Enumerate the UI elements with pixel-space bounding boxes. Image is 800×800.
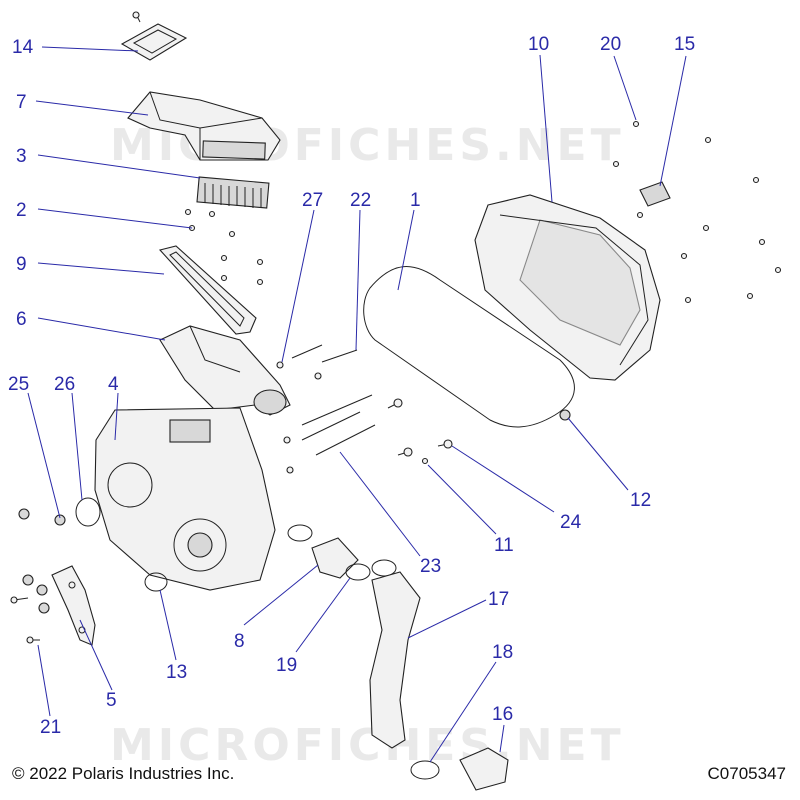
callout-21: 21 (40, 717, 61, 738)
callout-19: 19 (276, 655, 297, 676)
part-27-washer (276, 361, 284, 369)
callout-12: 12 (630, 490, 651, 511)
part-7-intake-duct (127, 91, 281, 161)
part-9-gasket (158, 245, 257, 335)
part-20-screws (612, 120, 782, 304)
part-25-nuts (18, 508, 66, 614)
callout-15: 15 (674, 34, 695, 55)
callout-17: 17 (488, 589, 509, 610)
part-23-bolts (283, 394, 376, 474)
callout-24: 24 (560, 512, 582, 533)
part-22-bolts (291, 344, 358, 380)
callout-5: 5 (106, 690, 117, 711)
callout-3: 3 (16, 146, 27, 167)
part-4-inner-cover (94, 407, 276, 591)
part-8-coupler (287, 524, 359, 579)
callout-25: 25 (8, 374, 29, 395)
callout-22: 22 (350, 190, 371, 211)
callout-13: 13 (166, 662, 187, 683)
watermark-bottom: MICROFICHES.NET (110, 720, 625, 771)
callout-16: 16 (492, 704, 513, 725)
part-2-screws (184, 208, 264, 286)
copyright-notice: © 2022 Polaris Industries Inc. (12, 764, 235, 783)
callout-18: 18 (492, 642, 513, 663)
callout-27: 27 (302, 190, 323, 211)
diagram-id: C0705347 (707, 764, 786, 783)
leader-lines (27, 46, 687, 763)
callout-8: 8 (234, 631, 245, 652)
part-16-fitting (459, 747, 509, 791)
part-12-nut (559, 409, 571, 421)
callouts: 14 7 3 2 9 6 25 26 4 5 21 13 8 19 17 18 … (8, 34, 695, 738)
part-13-ring (144, 572, 168, 592)
callout-26: 26 (54, 374, 75, 395)
callout-7: 7 (16, 92, 27, 113)
callout-10: 10 (528, 34, 549, 55)
part-26-oring (75, 497, 101, 527)
part-3-screen (196, 176, 270, 209)
part-21-bolts (10, 596, 40, 644)
callout-6: 6 (16, 309, 27, 330)
callout-2: 2 (16, 200, 27, 221)
part-17-duct (369, 571, 421, 749)
callout-9: 9 (16, 254, 27, 275)
part-5-bracket (51, 565, 96, 646)
part-14-plate (120, 23, 188, 61)
part-10-outer-cover (474, 194, 661, 381)
part-18-clamp (410, 760, 440, 780)
part-24-bolts (387, 398, 453, 465)
part-1-cover-seal (363, 266, 575, 428)
callout-4: 4 (108, 374, 119, 395)
callout-20: 20 (600, 34, 621, 55)
callout-14: 14 (12, 37, 34, 58)
callout-11: 11 (494, 535, 514, 556)
callout-1: 1 (410, 190, 421, 211)
part-6-lower-duct (159, 325, 291, 416)
screw-top (132, 11, 141, 23)
callout-23: 23 (420, 556, 441, 577)
part-15-label (639, 181, 671, 207)
